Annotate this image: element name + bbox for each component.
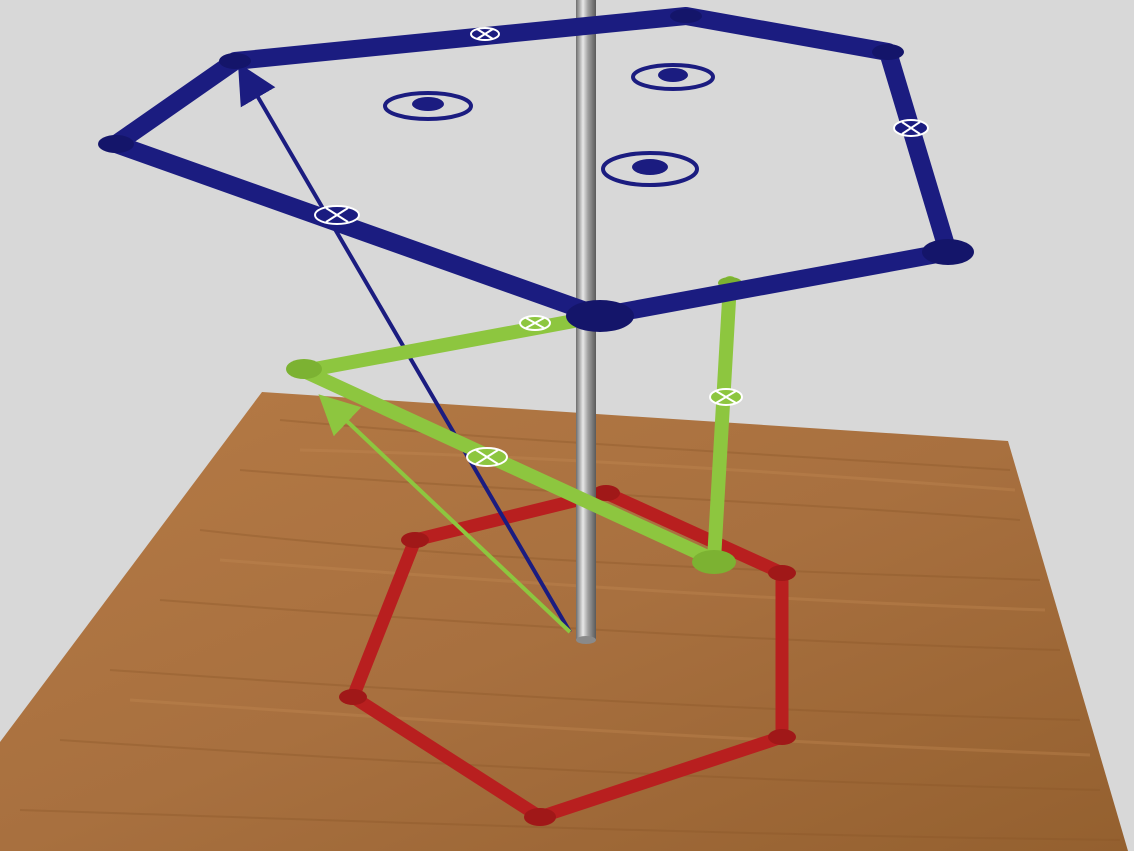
middle-path: [297, 276, 737, 567]
ring-marker-1: [383, 91, 473, 121]
pole-base: [576, 636, 596, 644]
cross-marker: [519, 315, 551, 331]
cross-marker: [314, 205, 360, 225]
upper-polygon-joints: [98, 9, 974, 332]
cross-marker: [893, 119, 929, 137]
lower-polygon-joints: [339, 485, 796, 826]
cross-marker: [470, 27, 500, 41]
green-arrow: [318, 394, 572, 634]
cross-marker: [709, 388, 743, 406]
cross-marker: [466, 447, 508, 467]
ring-marker-3: [601, 151, 699, 187]
ring-marker-2: [631, 63, 715, 91]
